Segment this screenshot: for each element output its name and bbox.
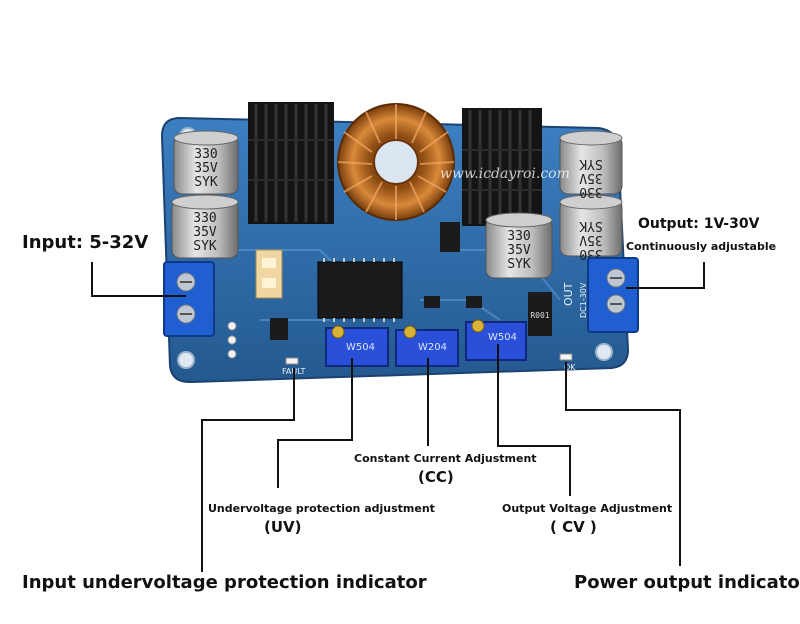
smd-component <box>424 296 440 308</box>
trimmer-cv[interactable] <box>465 319 527 361</box>
capacitor-value: 330 <box>507 229 530 244</box>
capacitor-voltage: 35V <box>579 170 603 185</box>
smd-component <box>466 296 482 308</box>
smd-component <box>440 222 460 252</box>
toroid-inductor <box>337 103 455 221</box>
ok-led <box>559 353 573 361</box>
output-label: Output: 1V-30V <box>638 216 760 232</box>
cc-title: Constant Current Adjustment <box>354 452 537 465</box>
cv-title: Output Voltage Adjustment <box>502 502 673 515</box>
capacitor-brand: SYK <box>507 257 531 272</box>
uv-callout-line <box>277 358 353 488</box>
fault-led <box>285 357 299 365</box>
capacitor-voltage: 35V <box>193 225 217 240</box>
capacitor <box>171 194 239 259</box>
cc-abbr: (CC) <box>418 468 454 486</box>
capacitor <box>559 130 623 195</box>
output-terminal-block <box>587 257 639 333</box>
jumper-block <box>255 249 283 299</box>
ok-callout-line <box>565 362 681 566</box>
capacitor-voltage: 35V <box>194 161 218 176</box>
fault-callout-line <box>201 368 295 572</box>
capacitor-value: 330 <box>579 184 602 199</box>
mounting-hole <box>177 351 195 369</box>
cv-abbr: ( CV ) <box>550 518 597 536</box>
trimmer-cv-label: W504 <box>488 332 517 343</box>
uv-abbr: (UV) <box>264 518 302 536</box>
resistor-label: R001 <box>530 311 549 320</box>
ok-silkscreen: OK <box>564 363 576 372</box>
heatsink-right <box>462 108 542 226</box>
trimmer-cc-label: W204 <box>418 342 447 353</box>
capacitor-brand: SYK <box>193 239 217 254</box>
input-callout-line <box>91 262 186 297</box>
input-uv-indicator-label: Input undervoltage protection indicator <box>22 572 427 593</box>
power-output-indicator-label: Power output indicator <box>574 572 800 593</box>
capacitor <box>559 194 623 257</box>
mounting-hole <box>595 343 613 361</box>
callout-lines <box>91 262 705 572</box>
output-callout-line <box>626 262 705 289</box>
capacitor-value: 330 <box>193 211 216 226</box>
current-sense-resistor <box>528 292 552 336</box>
output-sublabel: Continuously adjustable <box>626 240 777 253</box>
watermark: www.icdayroi.com <box>440 166 570 182</box>
uv-title: Undervoltage protection adjustment <box>208 502 435 515</box>
trimmer-uv[interactable] <box>325 325 389 367</box>
capacitor-brand: SYK <box>194 175 218 190</box>
capacitor-voltage: 35V <box>507 243 531 258</box>
capacitor-value: 330 <box>194 147 217 162</box>
cv-callout-line <box>497 344 571 496</box>
trimmer-uv-label: W504 <box>346 342 375 353</box>
input-label: Input: 5-32V <box>22 232 149 253</box>
header-pins <box>227 321 237 359</box>
capacitor-brand: SYK <box>579 156 603 171</box>
capacitor <box>485 212 553 279</box>
capacitor-voltage: 35V <box>579 232 603 247</box>
capacitor-brand: SYK <box>579 218 603 233</box>
input-terminal-block <box>163 261 215 337</box>
ic-chip <box>317 258 403 322</box>
heatsink-left <box>248 102 334 224</box>
capacitor <box>173 130 239 195</box>
side-silkscreen: DC1-30V <box>579 282 588 318</box>
out-silkscreen: OUT <box>562 282 575 306</box>
smd-component <box>270 318 288 340</box>
